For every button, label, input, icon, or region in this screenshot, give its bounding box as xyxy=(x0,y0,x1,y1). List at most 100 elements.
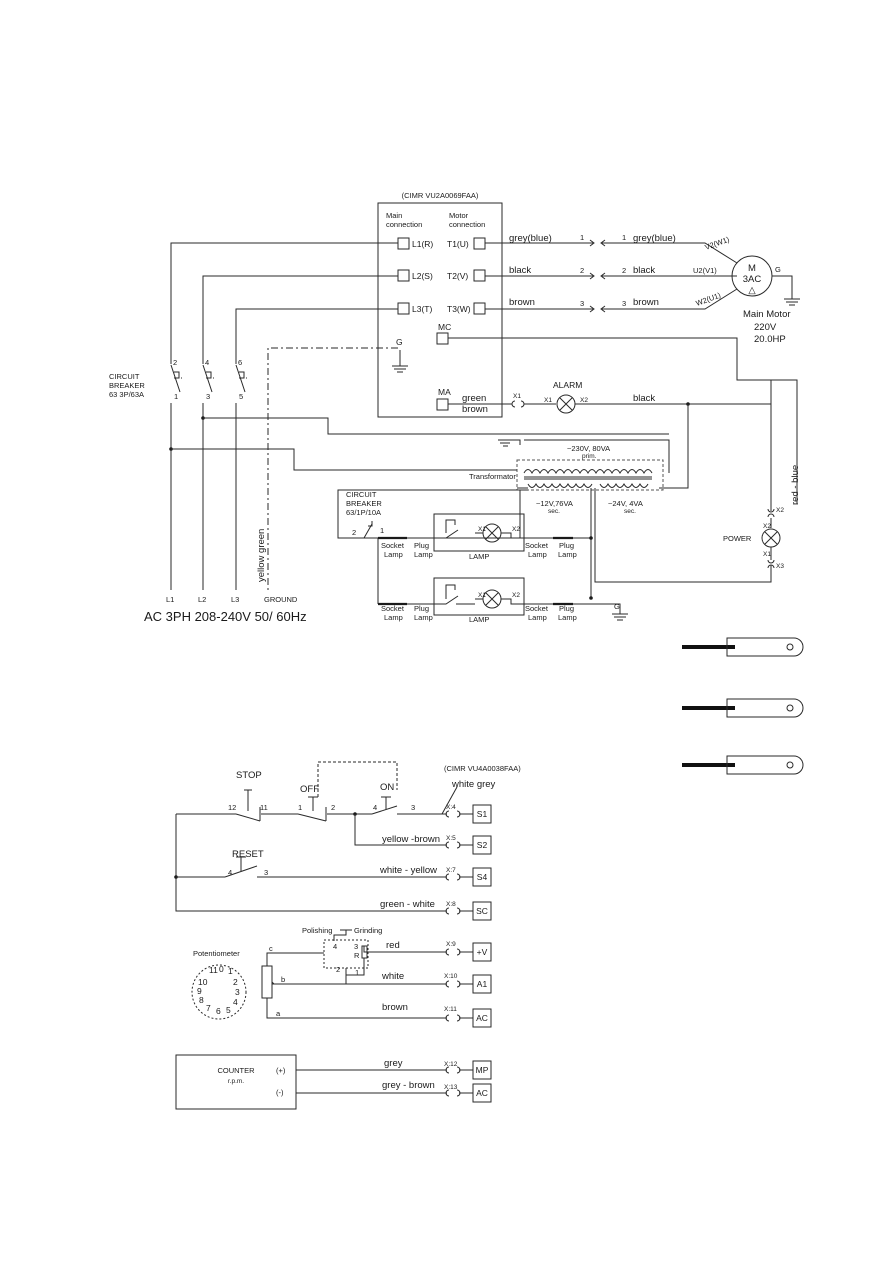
dial-9: 9 xyxy=(197,986,202,996)
breaker-main-label-1: CIRCUIT xyxy=(109,372,140,381)
dial-4: 4 xyxy=(233,997,238,1007)
terminal-a1: A1 xyxy=(477,979,488,989)
ground-wire xyxy=(267,347,398,590)
lamp-1-plug-right-1: Plug xyxy=(559,541,574,550)
power-lamp-icon xyxy=(761,528,781,548)
dial-6: 6 xyxy=(216,1006,221,1016)
motor-voltage: 220V xyxy=(754,322,777,333)
wire-1-n1: 1 xyxy=(580,233,584,242)
lamp-2-plug-left-1: Plug xyxy=(414,604,429,613)
dial-1: 1 xyxy=(228,966,233,976)
transformer-box xyxy=(516,459,664,491)
wire-2-n2: 2 xyxy=(622,266,626,275)
breaker-main-pin-3: 3 xyxy=(206,392,210,401)
transformer-sec1-2: sec. xyxy=(548,508,560,515)
wire-3-n1: 3 xyxy=(580,299,584,308)
dial-3: 3 xyxy=(235,987,240,997)
counter-section: COUNTER r.p.m. (+) (-) grey grey - brown… xyxy=(175,1054,492,1110)
reset-label: RESET xyxy=(232,849,264,860)
dial-7: 7 xyxy=(206,1003,211,1013)
reset-pin-4: 4 xyxy=(228,868,232,877)
terminal-l3 xyxy=(397,302,410,315)
stop-label: STOP xyxy=(236,770,262,781)
lamp-1-socket-left-2: Lamp xyxy=(384,550,403,559)
transformer: Transformator ~230V, 80VA prim. ~12V,76V… xyxy=(469,439,670,515)
lamp-2-x2: X2 xyxy=(512,592,520,599)
power-name: POWER xyxy=(723,534,752,543)
breaker-main-pin-5: 5 xyxy=(239,392,243,401)
dial-10: 10 xyxy=(198,977,208,987)
transformer-sec1-1: ~12V,76VA xyxy=(536,499,573,508)
row-mp-x: X:12 xyxy=(444,1061,458,1068)
dial-5: 5 xyxy=(226,1005,231,1015)
wire-3-n2: 3 xyxy=(622,299,626,308)
breaker-main-label-3: 63 3P/63A xyxy=(109,390,144,399)
motor-ac: 3AC xyxy=(743,274,762,285)
main-connection-label-2: connection xyxy=(386,220,422,229)
lamp-2-plug-right-1: Plug xyxy=(559,604,574,613)
on-switch[interactable]: ON 4 3 xyxy=(371,782,415,815)
row-sc-wire: green - white xyxy=(380,899,435,910)
wire-2-n1: 2 xyxy=(580,266,584,275)
pot-name: Potentiometer xyxy=(193,949,240,958)
row-s2-wire: yellow -brown xyxy=(382,834,440,845)
terminal-mc-label: MC xyxy=(438,322,451,332)
terminal-l1 xyxy=(397,237,410,250)
lamp-2: X1 X2 LAMP G Socket Lamp Plug Lamp Socke… xyxy=(378,577,628,624)
terminal-ma-label: MA xyxy=(438,387,451,397)
power-x2: X2 xyxy=(763,523,771,530)
breaker-small-label-2: BREAKER xyxy=(346,499,382,508)
terminal-ac2: AC xyxy=(476,1088,488,1098)
supply-l3: L3 xyxy=(231,595,239,604)
dial-0: 0 xyxy=(219,964,224,974)
red-blue-wire xyxy=(771,379,798,504)
reset-switch[interactable]: RESET 4 3 xyxy=(224,849,268,878)
row-a1-wire: white xyxy=(381,971,404,982)
control-terminals: white grey yellow -brown white - yellow … xyxy=(379,779,496,921)
pot-resistor xyxy=(261,965,273,999)
motor-term-1: V2(W1) xyxy=(704,235,731,252)
alarm: green brown X1 X1 X2 ALARM black xyxy=(448,380,771,489)
counter-unit: r.p.m. xyxy=(228,1078,244,1085)
off-switch[interactable]: OFF 1 2 xyxy=(297,784,335,822)
row-a1-x: X:10 xyxy=(444,973,458,980)
row-s4-wire: white - yellow xyxy=(379,865,437,876)
terminal-ac: AC xyxy=(476,1013,488,1023)
cable-tags xyxy=(682,637,804,775)
row-ac2-wire: grey - brown xyxy=(382,1080,435,1091)
pot-a: a xyxy=(276,1009,281,1018)
terminal-l3-label: L3(T) xyxy=(412,304,432,314)
motor-term-3: W2(U1) xyxy=(695,290,723,307)
inverter-ground-icon xyxy=(392,350,408,373)
main-circuit-breaker: CIRCUIT BREAKER 63 3P/63A 2 4 6 1 3 5 xyxy=(109,358,247,401)
row-v-wire: red xyxy=(386,940,400,951)
terminal-t1 xyxy=(473,237,486,250)
supply-labels: L1 L2 L3 GROUND AC 3PH 208-240V 50/ 60Hz xyxy=(144,595,307,624)
lamp-1-plug-left-1: Plug xyxy=(414,541,429,550)
off-pin-1: 1 xyxy=(298,803,302,812)
pot-polishing: Polishing xyxy=(302,926,332,935)
motor-delta: △ xyxy=(748,285,756,296)
breaker-small-pin-2: 2 xyxy=(352,528,356,537)
terminal-mp: MP xyxy=(476,1065,489,1075)
transformer-sec2-1: ~24V, 4VA xyxy=(608,499,643,508)
primary-feed-l2 xyxy=(203,417,669,435)
terminal-sc: SC xyxy=(476,906,488,916)
wire-2-right-color: black xyxy=(633,265,655,276)
pot-grinding: Grinding xyxy=(354,926,382,935)
terminal-mc xyxy=(436,332,449,345)
main-motor: M 3AC △ G Main Motor 220V 20.0HP xyxy=(731,255,800,345)
lamp-ground-label: G xyxy=(614,602,620,611)
motor-term-2: U2(V1) xyxy=(693,266,717,275)
lamp-1-plug-right-2: Lamp xyxy=(558,550,577,559)
supply-lines xyxy=(169,242,398,590)
stop-switch[interactable]: STOP 12 11 xyxy=(228,770,268,822)
lamp-2-name: LAMP xyxy=(469,615,489,624)
dial-2: 2 xyxy=(233,977,238,987)
transformer-ground-icon xyxy=(498,439,521,447)
potentiometer-section: Potentiometer 11 0 1 2 3 4 5 6 7 8 9 10 … xyxy=(191,926,492,1028)
lamp-1-socket-left-1: Socket xyxy=(381,541,405,550)
motor-wires: grey(blue) 1 1 grey(blue) V2(W1) black 2… xyxy=(485,233,738,313)
terminal-l1-label: L1(R) xyxy=(412,239,433,249)
